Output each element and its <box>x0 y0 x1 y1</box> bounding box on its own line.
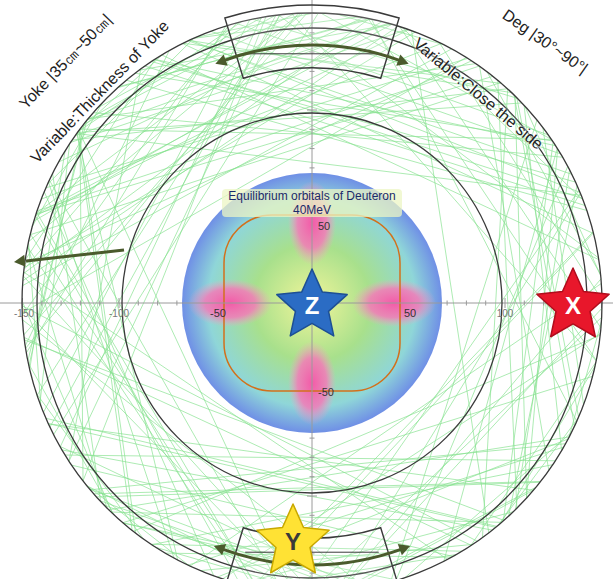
axis-number: -150 <box>14 308 34 319</box>
arrow-head <box>215 54 227 65</box>
orbit-line <box>53 173 101 501</box>
axis-ticks <box>23 14 602 579</box>
axis-number: -100 <box>109 308 129 319</box>
axis-tick <box>138 301 139 306</box>
axis-number: 100 <box>497 308 514 319</box>
axis-tick <box>524 301 525 306</box>
axis-star: X <box>534 264 612 342</box>
orbit-line <box>48 424 533 491</box>
orbit-disk: Equilibrium orbitals of Deuteron 40MeV Z <box>182 173 442 433</box>
yoke-block <box>225 5 399 78</box>
axis-tick <box>307 496 317 497</box>
axis-tick <box>466 301 467 306</box>
axis-number: -50 <box>210 307 226 319</box>
orbit-line <box>30 83 500 235</box>
orbit-line <box>69 69 141 461</box>
axis-tick <box>310 476 315 477</box>
orbit-line <box>93 113 562 158</box>
axis-number: -50 <box>318 386 334 398</box>
axis-number: 50 <box>404 307 416 319</box>
axis-tick <box>310 438 315 439</box>
degree-variable: Variable:Close the side <box>410 35 547 154</box>
orbit-line <box>524 105 562 450</box>
orbit-line <box>498 80 517 508</box>
orbit-line <box>509 185 577 516</box>
orbit-line <box>514 95 574 426</box>
star-letter: Z <box>274 294 350 318</box>
axis-tick <box>310 457 315 458</box>
axis-star: Z <box>274 265 350 341</box>
star-letter: X <box>534 294 612 318</box>
axis-tick <box>310 515 315 516</box>
axis-tick <box>307 110 317 111</box>
orbit-line <box>28 363 114 515</box>
yoke-edge <box>245 552 379 553</box>
axis-tick <box>310 71 315 72</box>
yoke-edge <box>245 53 379 54</box>
axis-number: 50 <box>318 220 330 232</box>
axis-tick <box>310 167 315 168</box>
leader-arrow <box>26 250 124 261</box>
orbit-line <box>90 444 565 490</box>
axis-tick <box>485 301 486 306</box>
double-arrow <box>224 45 400 61</box>
star-letter: Y <box>254 530 332 554</box>
orbit-line <box>471 362 596 545</box>
axis-tick <box>119 298 120 308</box>
axis-tick <box>61 301 62 306</box>
axis-star: Y <box>254 500 332 578</box>
orbit-line <box>515 170 569 510</box>
orbit-line <box>79 131 136 534</box>
axis-tick <box>447 301 448 306</box>
arrow-head <box>398 544 410 555</box>
axis-tick <box>310 148 315 149</box>
disk-title: Equilibrium orbitals of Deuteron 40MeV <box>222 189 402 217</box>
axis-tick <box>99 301 100 306</box>
axis-tick <box>310 90 315 91</box>
axis-tick <box>80 301 81 306</box>
orbit-line <box>24 272 448 559</box>
orbit-line <box>96 482 540 497</box>
arrow-head <box>14 255 26 267</box>
orbit-line <box>405 432 572 577</box>
disk-ground <box>182 173 442 433</box>
arrow-head <box>214 544 226 555</box>
axis-tick <box>41 301 42 306</box>
axis-tick <box>157 301 158 306</box>
orbit-line <box>80 129 83 481</box>
pole-ring <box>122 113 502 493</box>
orbit-line <box>543 127 584 404</box>
outer-ring <box>22 13 602 579</box>
axis-tick <box>176 301 177 306</box>
yoke-ring <box>37 28 587 578</box>
axis-tick <box>310 129 315 130</box>
axis-tick <box>505 298 506 308</box>
orbit-line <box>48 182 174 558</box>
arrow-head <box>396 54 408 65</box>
degree-range: Deg |30°~90°| <box>499 6 591 78</box>
